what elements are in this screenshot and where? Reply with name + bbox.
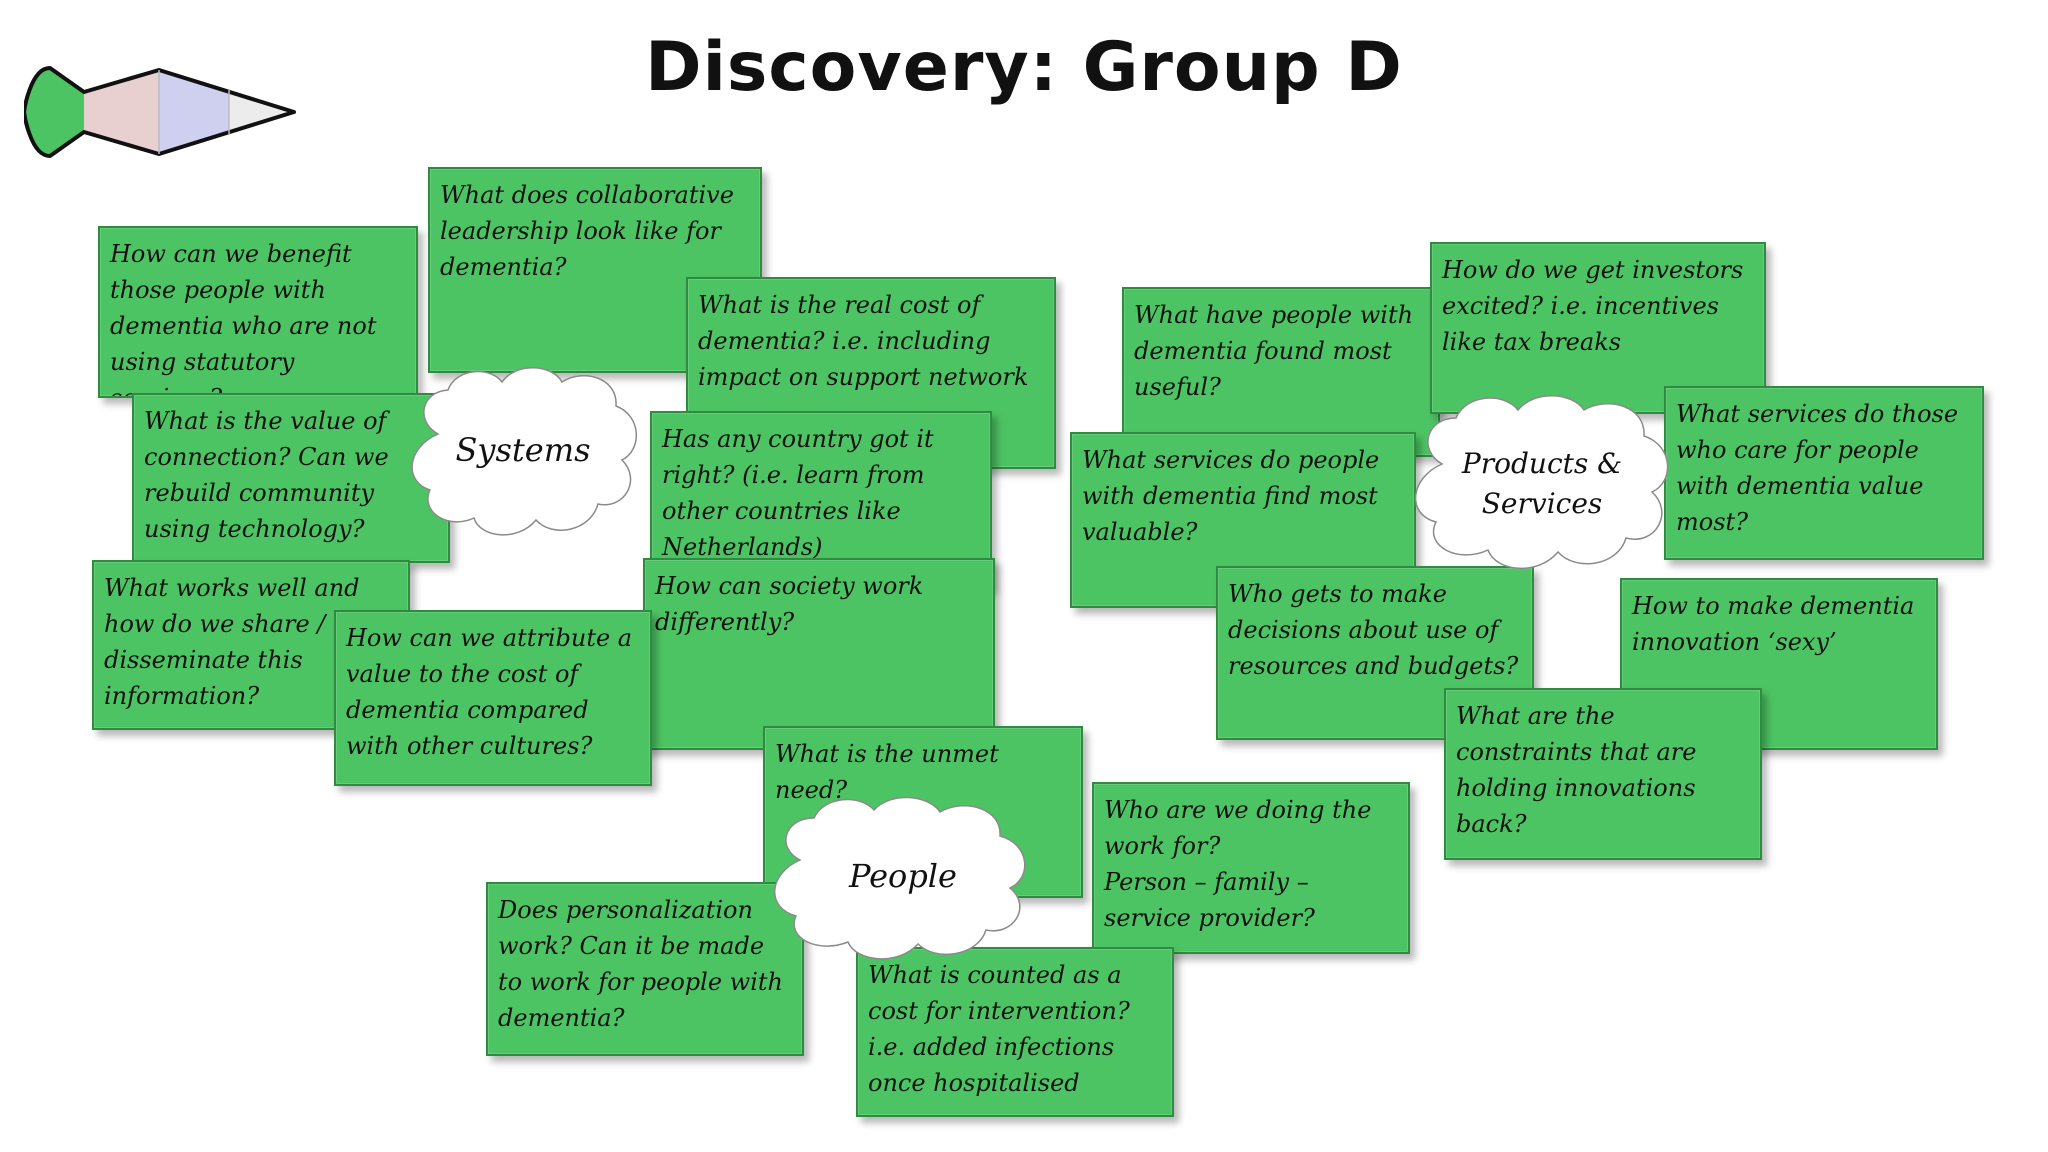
note-benefit: How can we benefit those people with dem… [98,226,418,398]
cloud-systems: Systems [398,362,648,546]
cloud-shape-icon [411,367,637,536]
cloud-people: People [756,792,1050,966]
page-title: Discovery: Group D [645,28,1403,107]
note-collaborative-leadership: What does collaborative leadership look … [428,167,762,373]
note-carers-value: What services do those who care for peop… [1664,386,1984,560]
note-who-doing-work: Who are we doing the work for? Person – … [1092,782,1410,954]
cloud-label-products-services: Products & Services [1461,447,1623,520]
cloud-label-people: People [849,857,957,895]
note-investors: How do we get investors excited? i.e. in… [1430,242,1766,414]
note-personalization: Does personalization work? Can it be mad… [486,882,804,1056]
note-found-useful: What have people with dementia found mos… [1122,287,1440,457]
note-counted-as-cost: What is counted as a cost for interventi… [856,947,1174,1117]
fish-diamond-icon [22,60,304,168]
note-attribute-value: How can we attribute a value to the cost… [334,610,652,786]
cloud-shape-icon [1414,395,1669,569]
note-constraints: What are the constraints that are holdin… [1444,688,1762,860]
cloud-label-systems: Systems [455,431,591,469]
cloud-shape-icon [773,796,1026,960]
note-society: How can society work differently? [643,558,995,750]
note-decisions: Who gets to make decisions about use of … [1216,566,1534,740]
cloud-products-services: Products & Services [1400,388,1684,584]
